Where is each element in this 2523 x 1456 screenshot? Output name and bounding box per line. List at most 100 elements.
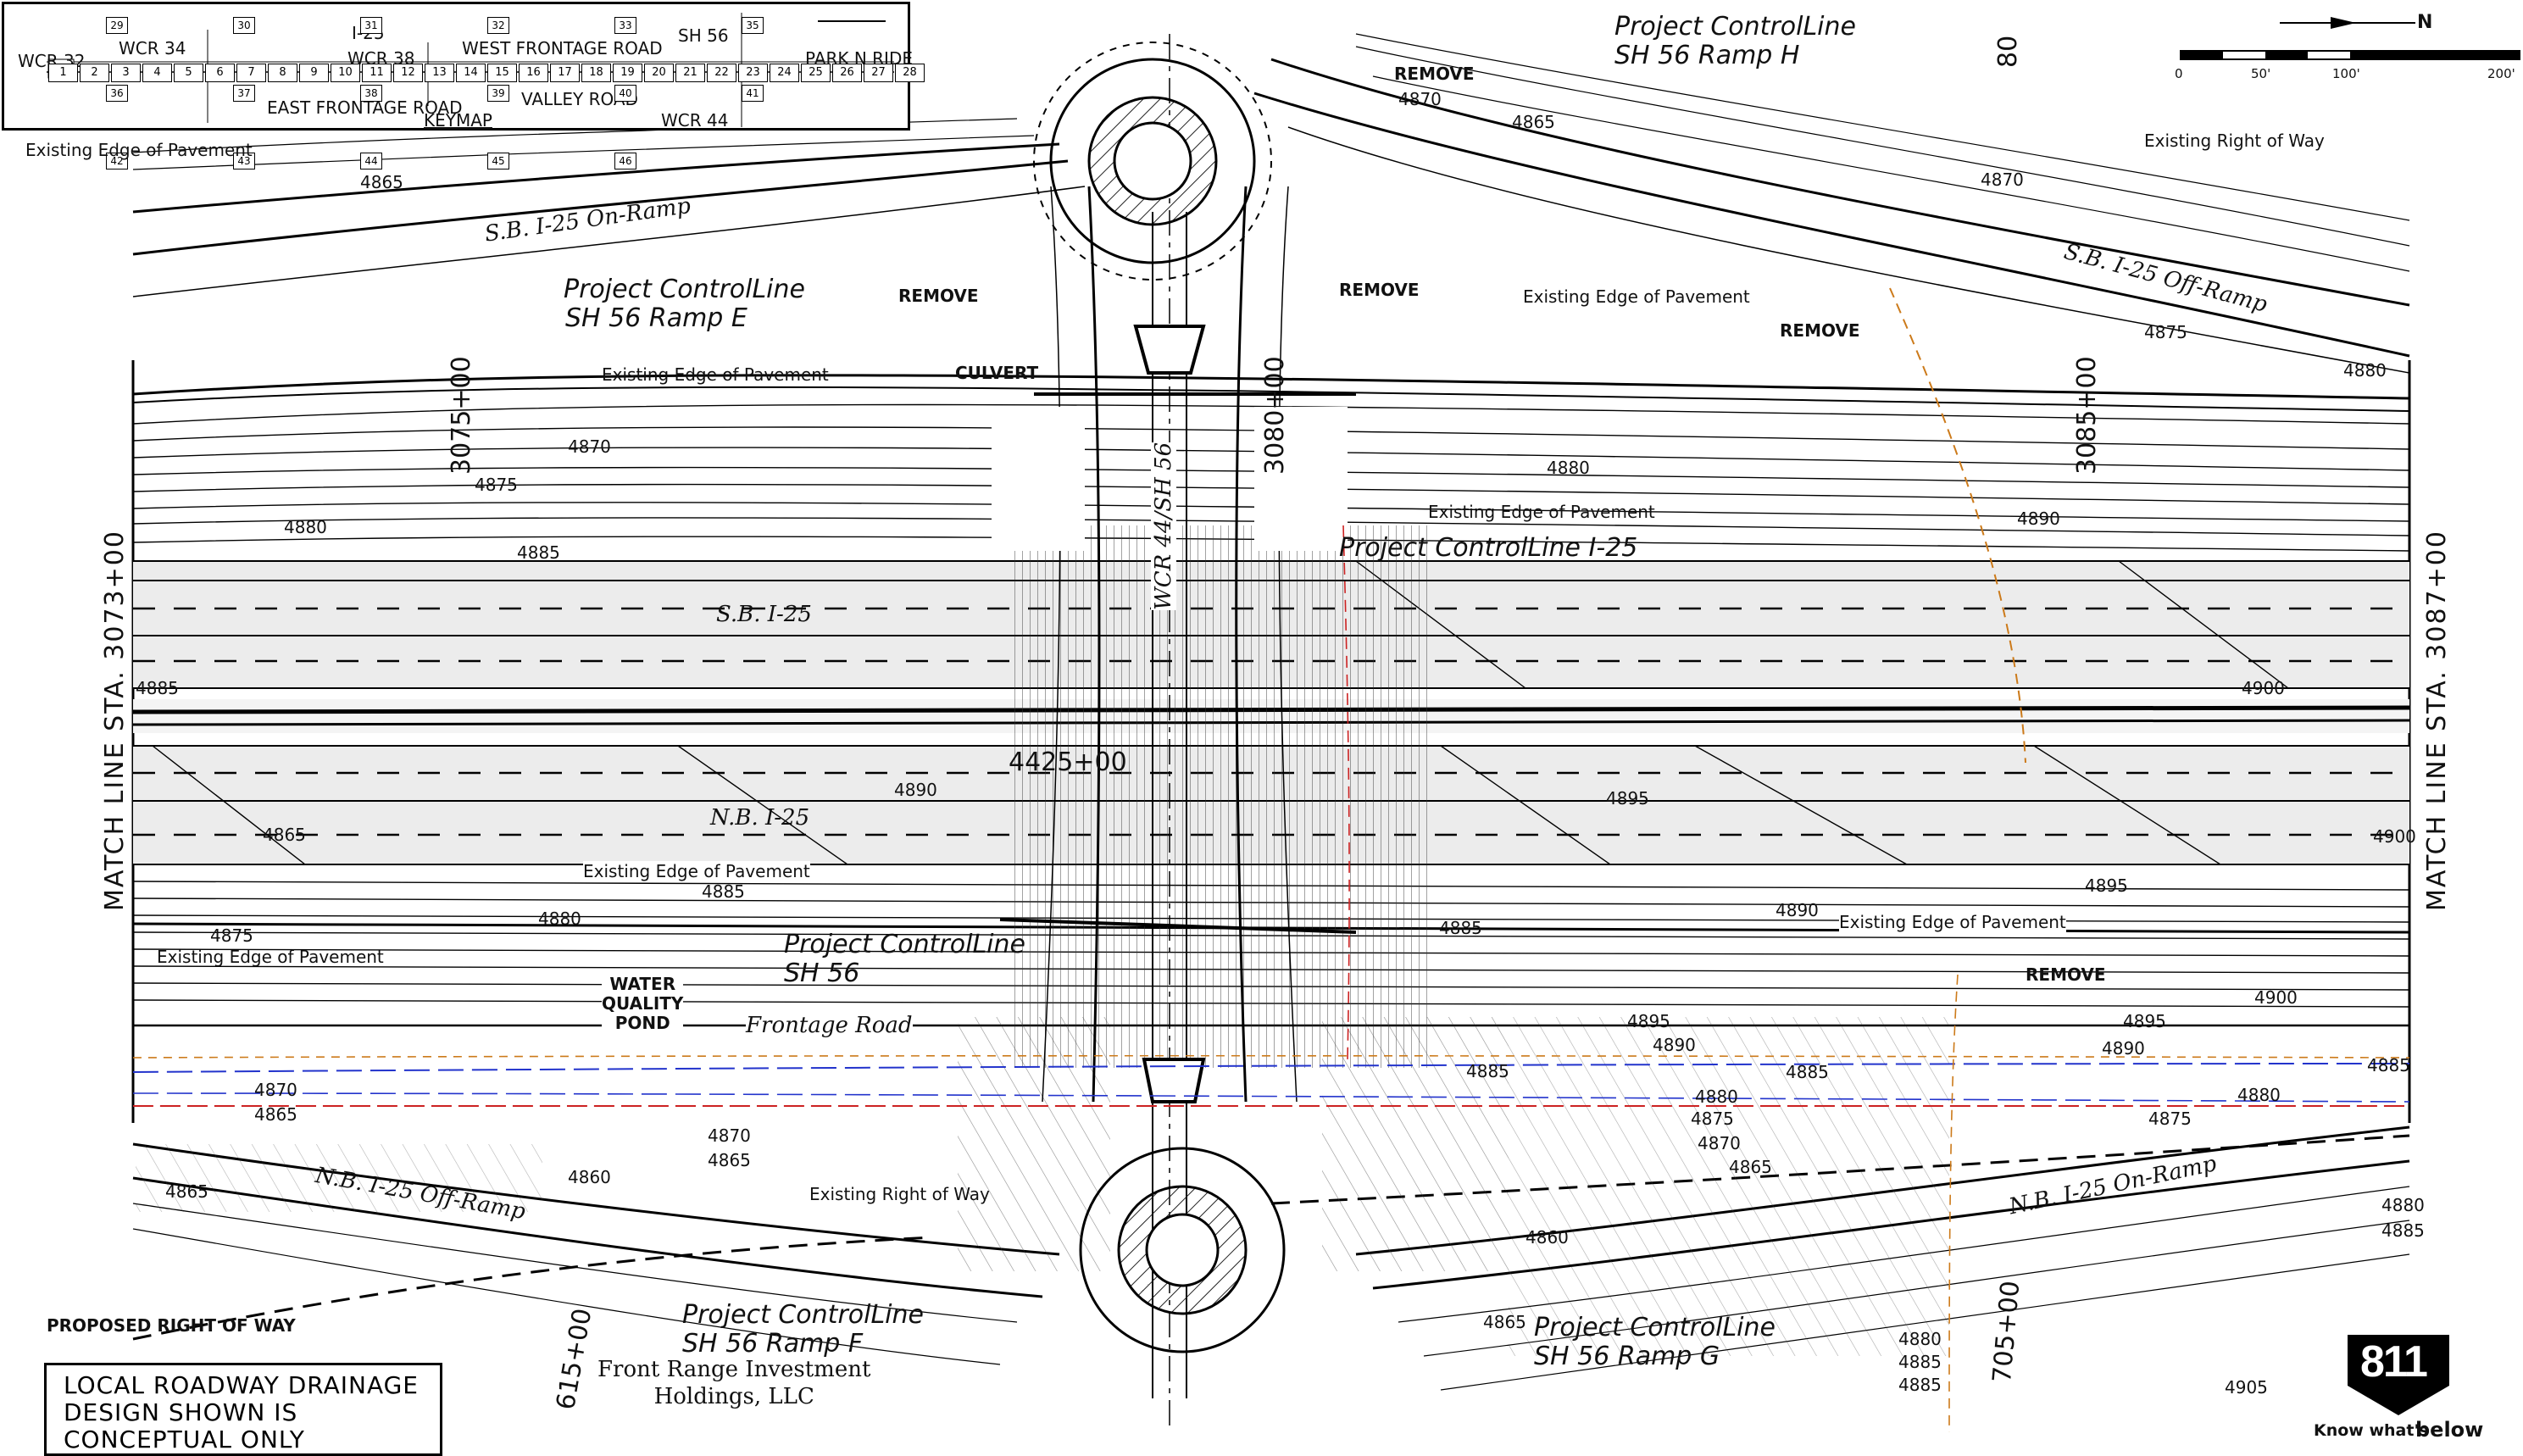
keymap-sheet-cell: 11 (362, 64, 392, 82)
contour-4885-a: 4885 (517, 542, 560, 563)
contour-4865-f: 4865 (708, 1150, 751, 1170)
keymap-sheet-cell: 21 (675, 64, 705, 82)
station-4425: 4425+00 (1009, 747, 1127, 777)
control-line-sh56-line2: SH 56 (784, 959, 860, 988)
road-frontage: Frontage Road (746, 1013, 913, 1038)
remove-label-5: REMOVE (2026, 964, 2106, 985)
keymap-sheet-cell: 43 (233, 153, 255, 169)
contour-4875-e: 4875 (2148, 1109, 2192, 1129)
contour-4900-c: 4900 (2254, 987, 2298, 1008)
contour-4890-e: 4890 (2102, 1038, 2145, 1059)
station-3085: 3085+00 (2072, 356, 2102, 475)
keymap-sheet-cell: 35 (742, 17, 764, 34)
control-line-i25: Project ControlLine I-25 (1339, 534, 1637, 563)
keymap-sheet-cell: 24 (770, 64, 799, 82)
keymap-sheet-cell: 20 (644, 64, 674, 82)
contour-4890-d: 4890 (1653, 1035, 1696, 1055)
keymap-sheet-cell: 9 (299, 64, 329, 82)
control-line-sh56-line1: Project ControlLine (784, 930, 1025, 959)
existing-row-label-2: Existing Right of Way (809, 1184, 990, 1204)
contour-4885-f: 4885 (1786, 1062, 1829, 1082)
conceptual-design-note: LOCAL ROADWAY DRAINAGE DESIGN SHOWN IS C… (44, 1363, 442, 1456)
existing-edge-label-6: Existing Edge of Pavement (1839, 912, 2066, 932)
contour-4905-a: 4905 (2225, 1377, 2268, 1398)
contour-4870-c: 4870 (568, 436, 611, 457)
scale-label-200: 200' (2487, 66, 2515, 81)
owner-label: Front Range Investment Holdings, LLC (597, 1356, 870, 1410)
road-wcr44-sh56: WCR 44/SH 56 (1151, 442, 1176, 610)
contour-4885-g: 4885 (2367, 1055, 2410, 1075)
contour-4875-b: 4875 (475, 475, 518, 495)
station-3075: 3075+00 (447, 356, 476, 475)
keymap-sheet-cell: 23 (738, 64, 768, 82)
control-line-ramp-e-line2: SH 56 Ramp E (565, 303, 747, 333)
contour-4865-d: 4865 (1729, 1157, 1772, 1177)
contour-4860-a: 4860 (568, 1167, 611, 1187)
contour-4870-a: 4870 (1398, 89, 1442, 109)
contour-4885-d: 4885 (1439, 918, 1482, 938)
keymap-sheet-cell: 39 (487, 85, 509, 102)
keymap-sheet-cell: 44 (360, 153, 382, 169)
scale-label-50: 50' (2251, 66, 2271, 81)
contour-4865-a: 4865 (1512, 112, 1555, 132)
contour-4865-h: 4865 (1483, 1312, 1526, 1332)
contour-4870-d: 4870 (1698, 1133, 1741, 1153)
road-sb-i25: S.B. I-25 (716, 602, 812, 627)
contour-4865-g: 4865 (165, 1181, 208, 1202)
contour-4900-a: 4900 (2242, 678, 2285, 698)
match-line-left: MATCH LINE STA. 3073+00 (100, 530, 130, 911)
811-shovel-icon (2348, 1335, 2449, 1415)
wq-line-2: QUALITY (602, 993, 684, 1014)
contour-4880-d: 4880 (538, 909, 581, 929)
wq-line-1: WATER (609, 974, 676, 994)
keymap-sheet-cell: 1 (48, 64, 78, 82)
keymap-sheet-cell: 29 (106, 17, 128, 34)
control-line-ramp-g-line2: SH 56 Ramp G (1534, 1342, 1720, 1371)
contour-4880-e: 4880 (1695, 1086, 1738, 1107)
north-arrow-icon: N (2417, 12, 2433, 33)
keymap-sheet-cell: 6 (205, 64, 235, 82)
contour-4880-a: 4880 (2343, 360, 2387, 381)
existing-edge-label-3: Existing Edge of Pavement (1523, 286, 1750, 307)
contour-4860-b: 4860 (1525, 1227, 1569, 1248)
keymap-sheet-cell: 42 (106, 153, 128, 169)
keymap-sheet-cell: 46 (614, 153, 636, 169)
contour-4885-e: 4885 (1466, 1061, 1509, 1081)
north-roundabout (1033, 42, 1272, 281)
keymap-sheet-cell: 2 (80, 64, 109, 82)
control-line-ramp-h: Project ControlLine SH 56 Ramp H (1614, 13, 1856, 70)
keymap-sheet-cell: 13 (425, 64, 454, 82)
scale-label-100: 100' (2332, 66, 2360, 81)
control-line-ramp-h-line2: SH 56 Ramp H (1614, 41, 1800, 70)
contour-4885-b: 4885 (136, 678, 179, 698)
keymap-title: KEYMAP (424, 110, 492, 131)
keymap-sheet-cell: 32 (487, 17, 509, 34)
keymap-sheet-cell: 15 (487, 64, 517, 82)
contour-4885-h: 4885 (2381, 1220, 2425, 1241)
water-quality-pond-label: WATER QUALITY POND (602, 974, 684, 1033)
control-line-ramp-f-line2: SH 56 Ramp F (682, 1329, 864, 1359)
keymap-sheet-cell: 10 (331, 64, 360, 82)
scale-bar-graphic (2180, 17, 2520, 60)
keymap-sheet-cell: 26 (832, 64, 862, 82)
811-logo: 811 Know what's below (2314, 1318, 2517, 1443)
control-line-ramp-e: Project ControlLine SH 56 Ramp E (564, 275, 805, 333)
contour-4885-j: 4885 (1898, 1375, 1942, 1395)
contour-4870-b: 4870 (1981, 169, 2024, 190)
remove-label-2: REMOVE (898, 286, 979, 306)
keymap-sheet-cell: 41 (742, 85, 764, 102)
contour-4895-c: 4895 (1627, 1011, 1670, 1031)
existing-edge-label-1: Existing Edge of Pavement (25, 140, 253, 160)
keymap-road-wcr34: WCR 34 (119, 38, 186, 58)
control-line-ramp-f: Project ControlLine SH 56 Ramp F (682, 1301, 924, 1359)
existing-edge-label-7: Existing Edge of Pavement (157, 947, 384, 967)
keymap-sheet-cell: 5 (174, 64, 203, 82)
scale-label-0: 0 (2175, 66, 2183, 81)
keymap-sheet-cell: 18 (581, 64, 611, 82)
existing-edge-label-5: Existing Edge of Pavement (583, 861, 810, 881)
control-line-ramp-e-line1: Project ControlLine (564, 275, 805, 304)
keymap-sheet-cell: 7 (236, 64, 266, 82)
